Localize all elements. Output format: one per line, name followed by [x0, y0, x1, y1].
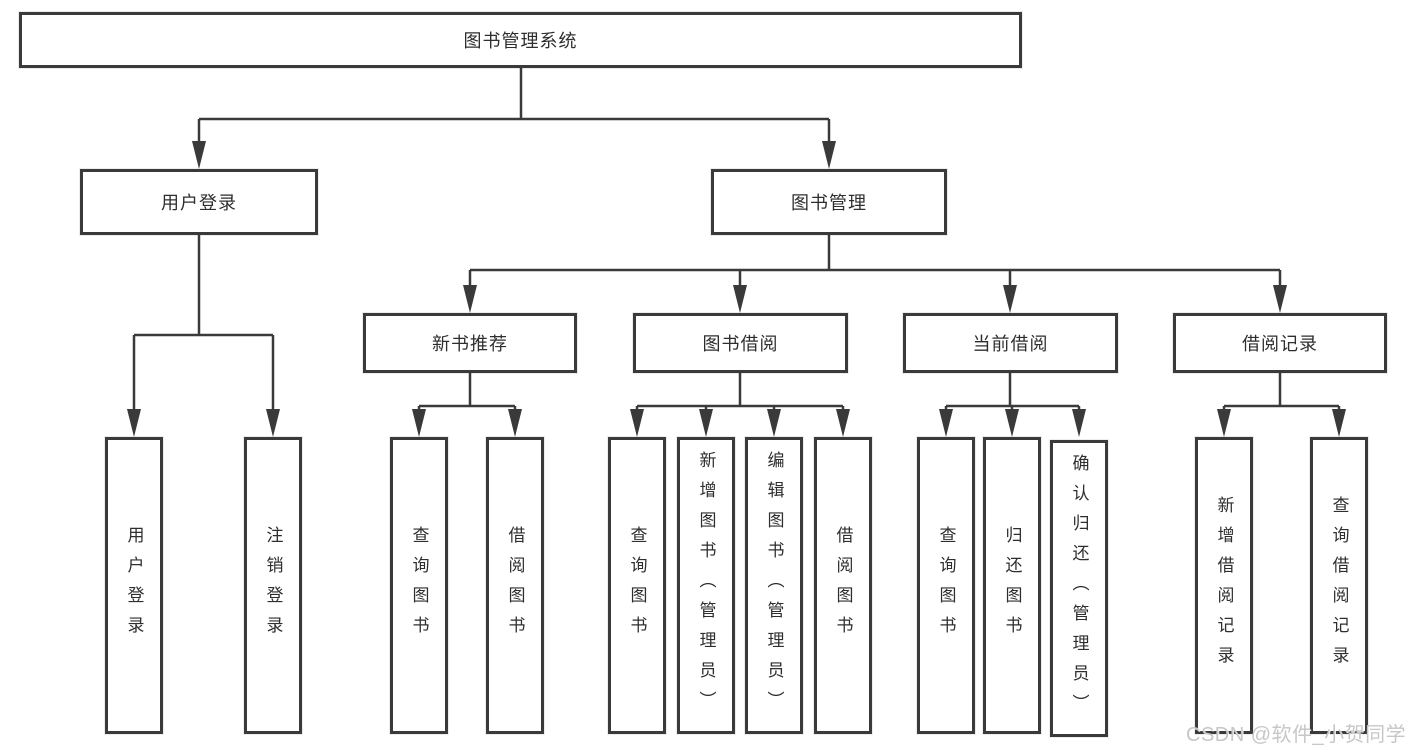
node-label: 查询借阅记录	[1329, 495, 1349, 676]
node-label: 查询图书	[627, 525, 647, 646]
node-label: 当前借阅	[972, 334, 1049, 354]
node-new-book-recommend: 新书推荐	[363, 313, 577, 373]
connector-book-mgmt-to-level3	[463, 235, 1287, 313]
node-leaf-edit-book-admin: 编辑图书（管理员）	[745, 437, 803, 734]
node-leaf-query-books-3: 查询图书	[917, 437, 975, 734]
connector-new-book-rec-to-leaves	[412, 373, 522, 437]
node-leaf-query-books-1: 查询图书	[390, 437, 448, 734]
node-label: 用户登录	[161, 193, 237, 213]
node-leaf-user-login: 用户登录	[105, 437, 163, 734]
node-leaf-add-book-admin: 新增图书（管理员）	[677, 437, 735, 734]
node-label: 新增借阅记录	[1214, 495, 1234, 676]
node-label: 借阅图书	[833, 525, 853, 646]
node-label: 注销登录	[263, 525, 283, 646]
connector-borrow-records-to-leaves	[1217, 373, 1346, 437]
node-current-borrow: 当前借阅	[903, 313, 1118, 373]
node-label: 归还图书	[1002, 525, 1022, 646]
node-book-management: 图书管理	[711, 169, 947, 235]
node-label: 图书借阅	[702, 334, 779, 354]
connector-book-borrow-to-leaves	[630, 373, 850, 437]
node-book-borrow: 图书借阅	[633, 313, 848, 373]
connector-user-login-to-leaves	[127, 235, 280, 437]
node-label: 图书管理系统	[463, 31, 578, 51]
node-user-login: 用户登录	[80, 169, 318, 235]
connector-current-borrow-to-leaves	[939, 373, 1086, 437]
node-leaf-query-borrow-record: 查询借阅记录	[1310, 437, 1368, 734]
node-leaf-logout: 注销登录	[244, 437, 302, 734]
node-label: 编辑图书（管理员）	[764, 450, 784, 721]
node-label: 借阅图书	[505, 525, 525, 646]
node-leaf-confirm-return-admin: 确认归还（管理员）	[1050, 440, 1108, 737]
node-leaf-borrow-books-1: 借阅图书	[486, 437, 544, 734]
node-label: 查询图书	[409, 525, 429, 646]
node-leaf-query-books-2: 查询图书	[608, 437, 666, 734]
node-label: 新增图书（管理员）	[696, 450, 716, 721]
node-leaf-return-book: 归还图书	[983, 437, 1041, 734]
connector-root-to-level2	[192, 68, 836, 169]
node-root-system: 图书管理系统	[19, 12, 1022, 68]
node-label: 确认归还（管理员）	[1069, 453, 1089, 724]
node-label: 查询图书	[936, 525, 956, 646]
node-leaf-borrow-books-2: 借阅图书	[814, 437, 872, 734]
node-label: 新书推荐	[432, 334, 508, 354]
node-label: 用户登录	[124, 525, 144, 646]
node-borrow-records: 借阅记录	[1173, 313, 1387, 373]
node-leaf-add-borrow-record: 新增借阅记录	[1195, 437, 1253, 734]
csdn-watermark: CSDN @软件_小贺同学	[1186, 724, 1405, 746]
node-label: 借阅记录	[1242, 334, 1318, 354]
node-label: 图书管理	[791, 193, 867, 213]
